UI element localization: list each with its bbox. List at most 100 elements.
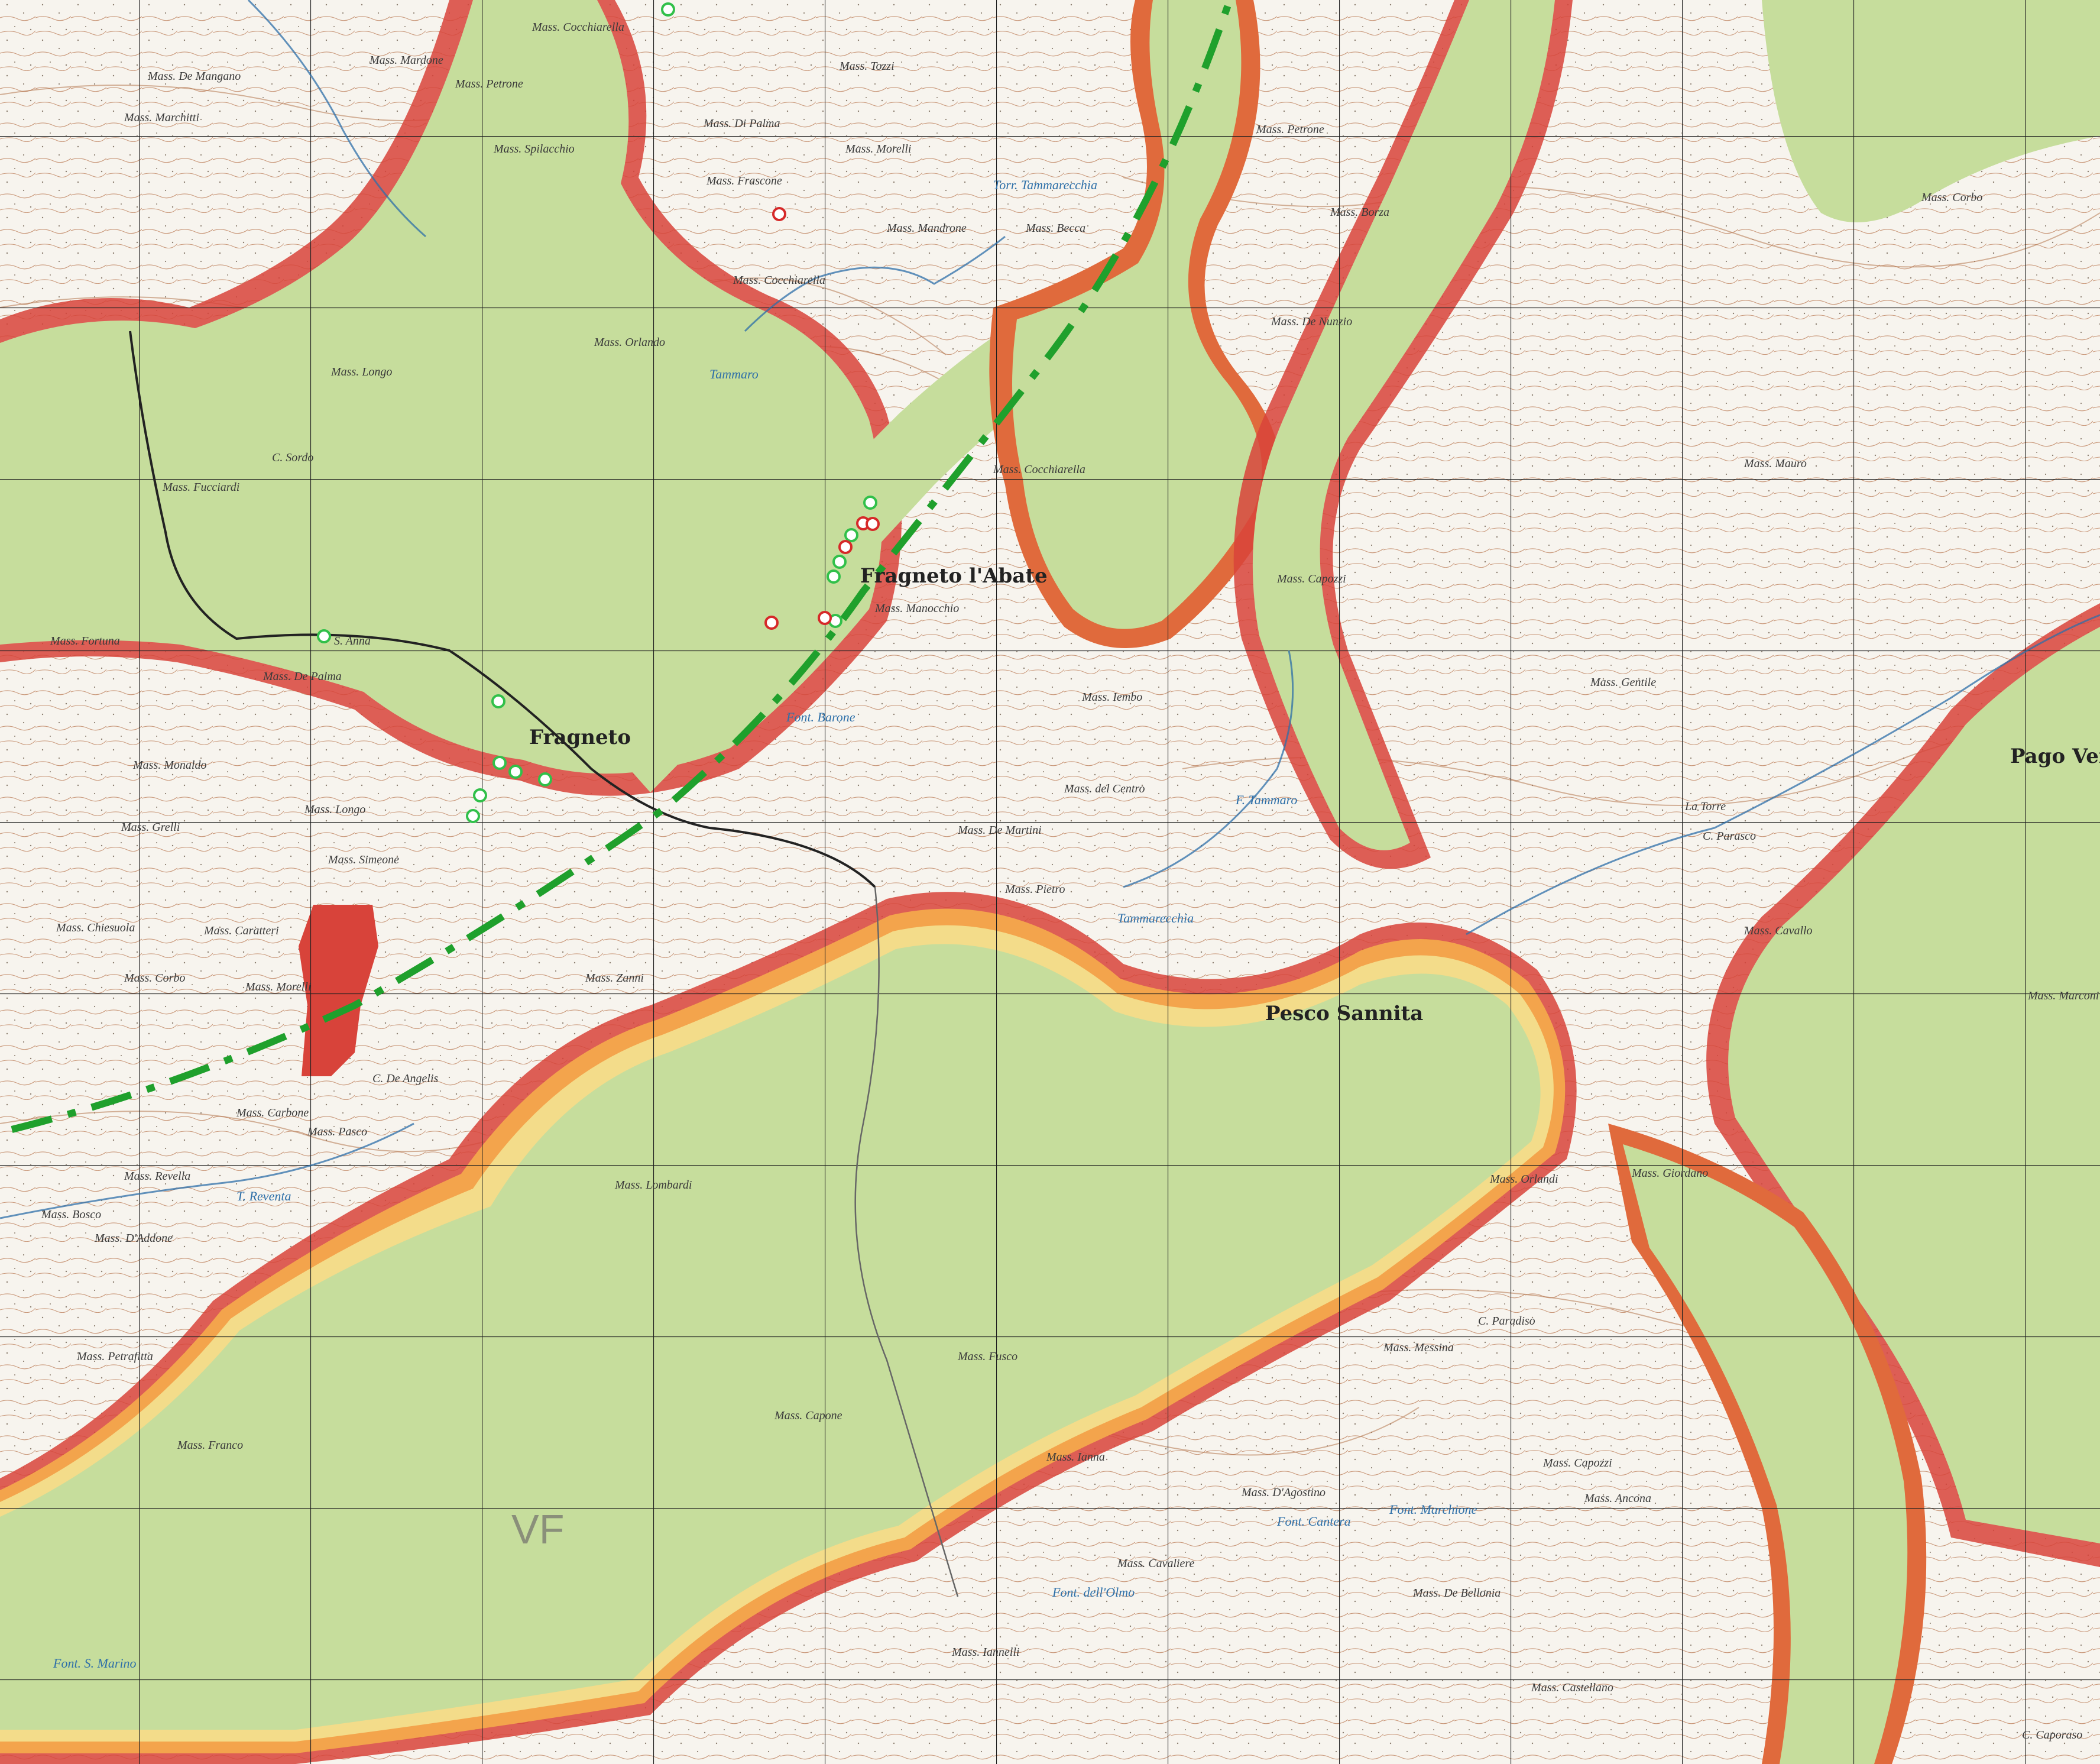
place-label: C. Sordo bbox=[272, 451, 313, 464]
marker-red[interactable] bbox=[772, 207, 786, 221]
place-label: Mass. Bosco bbox=[41, 1208, 101, 1221]
marker-red[interactable] bbox=[866, 517, 880, 531]
place-label: C. Caporaso bbox=[2022, 1729, 2082, 1742]
place-label: Mass. Borza bbox=[1330, 206, 1389, 219]
railway-line bbox=[129, 331, 876, 888]
town-fragneto-abate: Fragneto l'Abate bbox=[860, 564, 1048, 588]
marker-green[interactable] bbox=[492, 756, 507, 770]
place-label: Mass. Zanni bbox=[585, 972, 644, 985]
spring-label: Font. Barone bbox=[786, 710, 855, 724]
place-label: Mass. Pasco bbox=[307, 1125, 367, 1138]
town-pesco-sannita: Pesco Sannita bbox=[1265, 1002, 1423, 1025]
place-label: Mass. Morelli bbox=[245, 980, 311, 993]
marker-green[interactable] bbox=[508, 765, 523, 779]
place-label: Mass. Ancona bbox=[1584, 1492, 1651, 1505]
place-label: Mass. Petrone bbox=[1256, 123, 1324, 136]
place-label: Mass. Iannelli bbox=[951, 1646, 1019, 1659]
marker-green[interactable] bbox=[491, 694, 505, 708]
place-label: Mass. Mauro bbox=[1743, 457, 1807, 470]
marker-green[interactable] bbox=[844, 528, 858, 542]
place-label: Mass. Cocchiarella bbox=[993, 463, 1085, 476]
place-label: C. Paradiso bbox=[1478, 1315, 1535, 1328]
marker-red[interactable] bbox=[838, 540, 853, 554]
place-label: Mass. Pietro bbox=[1004, 883, 1065, 896]
place-label: Mass. Marconi bbox=[2027, 989, 2099, 1002]
place-labels: Mass. De Mangano Mass. Mardone Mass. Pet… bbox=[41, 21, 2099, 1742]
marker-green[interactable] bbox=[863, 496, 877, 510]
place-label: Mass. Petrone bbox=[455, 77, 523, 90]
place-label: Mass. Capozzi bbox=[1542, 1456, 1612, 1470]
marker-green[interactable] bbox=[473, 788, 487, 802]
place-label: Mass. Giordano bbox=[1631, 1167, 1708, 1180]
place-label: Mass. Monaldo bbox=[132, 759, 206, 772]
place-label: La Torre bbox=[1684, 800, 1726, 813]
roads bbox=[129, 331, 959, 1597]
place-label: C. De Angelis bbox=[372, 1072, 439, 1085]
marker-green[interactable] bbox=[661, 2, 675, 17]
place-label: Mass. Tozzi bbox=[839, 60, 895, 73]
place-label: Mass. Carbone bbox=[236, 1106, 309, 1119]
river-tammaro-east bbox=[1466, 614, 2100, 936]
place-label: Mass. Marchitti bbox=[124, 111, 199, 124]
river-label: F. Tammaro bbox=[1235, 792, 1297, 807]
road-south bbox=[854, 886, 959, 1597]
place-label: Mass. Lombardi bbox=[614, 1179, 692, 1192]
place-label: Mass. Capozzi bbox=[1276, 572, 1346, 585]
spring-label: Font. dell'Olmo bbox=[1052, 1585, 1135, 1600]
river-labels: Tammaro Tammarecchia F. Tammaro T. Reven… bbox=[236, 177, 1297, 1203]
place-label: Mass. Orlando bbox=[594, 336, 665, 349]
place-label: Mass. Spilacchio bbox=[493, 143, 575, 156]
river-tammaro-central bbox=[1123, 650, 1294, 888]
spring-label: Font. Marchione bbox=[1389, 1502, 1477, 1517]
place-label: Mass. De Nunzio bbox=[1271, 315, 1352, 328]
place-label: Mass. Castellano bbox=[1531, 1681, 1613, 1694]
place-label: Mass. Caratteri bbox=[203, 924, 279, 937]
place-label: Mass. Mardone bbox=[369, 54, 443, 67]
place-label: Mass. D'Addone bbox=[94, 1232, 173, 1245]
place-label: Mass. Mandrone bbox=[886, 222, 967, 235]
river-label: Tammarecchia bbox=[1117, 911, 1194, 925]
spring-label: Font. S. Marino bbox=[53, 1656, 137, 1671]
town-pago-veiano: Pago Veia bbox=[2010, 745, 2100, 768]
marker-green[interactable] bbox=[466, 809, 480, 823]
place-label: Mass. Simeone bbox=[328, 853, 399, 866]
green-markers bbox=[317, 2, 877, 823]
place-label: Mass. Fusco bbox=[957, 1350, 1017, 1363]
place-label: Mass. Longo bbox=[304, 803, 365, 816]
place-label: Mass. De Mangano bbox=[147, 70, 241, 83]
place-label: Mass. Messina bbox=[1383, 1341, 1454, 1354]
zone-label-vf: VF bbox=[511, 1506, 564, 1552]
red-markers bbox=[764, 207, 880, 630]
place-label: Mass. Corbo bbox=[1921, 191, 1982, 204]
river-label: Torr. Tammarecchia bbox=[993, 177, 1097, 192]
marker-red[interactable] bbox=[818, 611, 832, 625]
place-label: Mass. Franco bbox=[177, 1439, 243, 1452]
place-label: Mass. Fucciardi bbox=[162, 481, 239, 494]
marker-red[interactable] bbox=[764, 616, 779, 630]
river-nw bbox=[247, 0, 426, 238]
place-label: Mass. Gentile bbox=[1590, 676, 1656, 689]
place-label: Mass. Grelli bbox=[121, 821, 180, 834]
place-label: Mass. D'Agostino bbox=[1241, 1486, 1326, 1499]
place-label: Mass. Petrafitta bbox=[76, 1350, 153, 1363]
place-label: Mass. Cavaliere bbox=[1117, 1557, 1194, 1570]
place-label: C. Parasco bbox=[1703, 830, 1756, 843]
place-label: Mass. De Bellonia bbox=[1412, 1587, 1501, 1600]
place-label: Mass. Capone bbox=[774, 1409, 842, 1422]
river-reventa bbox=[0, 1122, 414, 1219]
spring-labels: Font. Barone Font. Cantera Font. Marchio… bbox=[53, 710, 1477, 1671]
river-tammaro-north bbox=[744, 235, 1006, 332]
place-label: Mass. De Palma bbox=[262, 670, 342, 683]
place-label: Mass. Fortuna bbox=[50, 635, 120, 648]
marker-green[interactable] bbox=[827, 569, 841, 584]
place-label: Mass. Iembo bbox=[1081, 691, 1142, 704]
marker-green[interactable] bbox=[317, 629, 331, 643]
place-label: Mass. Chiesuola bbox=[56, 921, 135, 934]
marker-green[interactable] bbox=[538, 772, 552, 786]
place-label: Mass. Cocchiarella bbox=[532, 21, 624, 34]
place-label: Mass. Becca bbox=[1025, 222, 1085, 235]
marker-green[interactable] bbox=[832, 555, 847, 569]
place-label: Mass. Revella bbox=[124, 1170, 190, 1183]
